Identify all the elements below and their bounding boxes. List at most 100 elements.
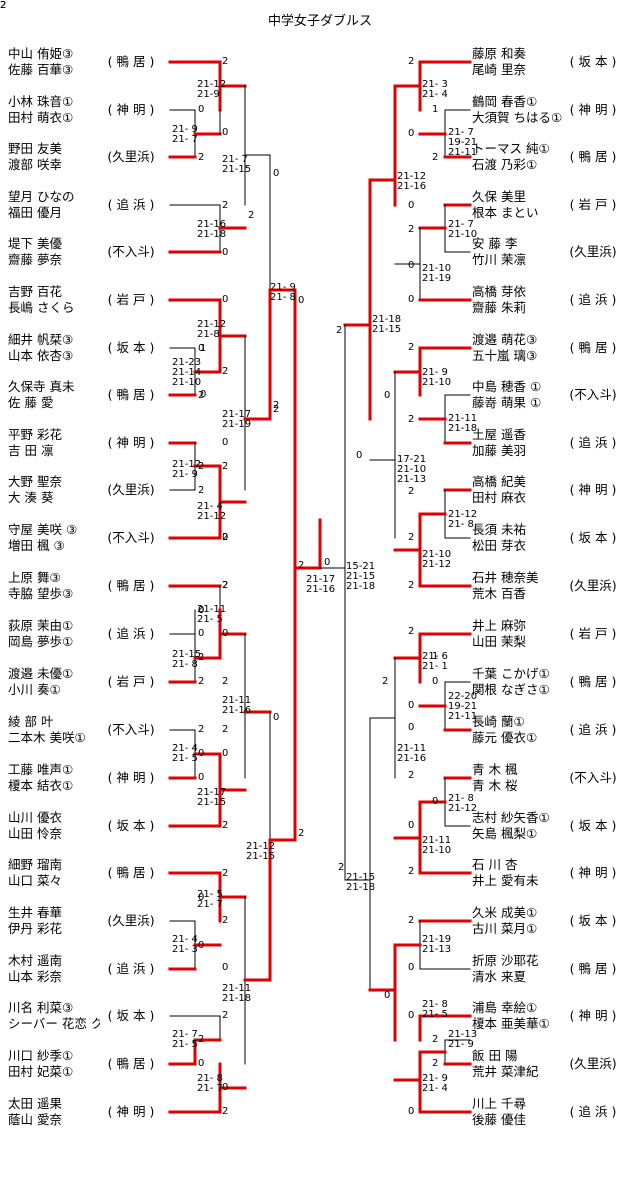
match-result: 2 (408, 532, 415, 543)
player-name: 根本 まとい (472, 205, 539, 220)
left-entry-pair: 木村 遥南山本 彩奈 (8, 953, 100, 985)
match-result: 2 (198, 676, 205, 687)
player-name: 大須賀 ちはる① (472, 110, 563, 125)
player-name: 青 木 楓 (472, 762, 518, 777)
left-entry-pair: 平野 彩花吉 田 凛 (8, 427, 100, 459)
player-name: 後藤 優佳 (472, 1112, 526, 1127)
match-result: 2 (198, 724, 205, 735)
player-name: 増田 楓 ③ (8, 538, 65, 553)
player-name: 井上 麻弥 (472, 618, 526, 633)
match-result: 1 (432, 104, 439, 115)
player-name: 山田 怜奈 (8, 826, 62, 841)
left-entry-pair: 吉野 百花長嶋 さくら (8, 284, 100, 316)
player-name: 五十嵐 璃③ (472, 348, 538, 363)
match-result: 2 (222, 1010, 229, 1021)
player-name: 鶴岡 春香① (472, 94, 538, 109)
match-result: 2 (273, 404, 280, 415)
set-score: 15-21 21-15 21-18 (346, 561, 376, 592)
match-result: 2 (336, 325, 343, 336)
match-result: 2 (408, 342, 415, 353)
left-entry-pair: 久保寺 真未佐 藤 愛 (8, 379, 100, 411)
match-result: 2 (222, 820, 229, 831)
match-result: 0 (222, 294, 229, 305)
player-name: 土屋 遥香 (472, 427, 526, 442)
player-name: 長須 未祐 (472, 522, 526, 537)
match-result: 0 (408, 962, 415, 973)
set-score: 21- 3 21- 4 (422, 79, 448, 100)
set-score: 21-10 21-12 (422, 549, 452, 570)
match-result: 0 (298, 295, 305, 306)
player-name: 川上 千尋 (472, 1096, 526, 1111)
match-result: 0 (222, 437, 229, 448)
left-entry-pair: 生井 春華伊丹 彩花 (8, 905, 100, 937)
set-score: 21- 7 21-15 (222, 154, 252, 175)
set-score: 21-12 21-16 (397, 171, 427, 192)
school-name: ( 坂 本 ) (569, 913, 617, 928)
right-entry-pair: 高橋 紀美田村 麻衣 (472, 474, 564, 506)
player-name: 榎本 亜美華① (472, 1016, 550, 1031)
match-result: 0 (384, 390, 391, 401)
left-entry-pair: 野田 友美渡部 咲幸 (8, 141, 100, 173)
player-name: 伊丹 彩花 (8, 921, 62, 936)
player-name: 寺脇 望歩③ (8, 586, 74, 601)
set-score: 21-12 21- 8 (448, 509, 478, 530)
player-name: 吉野 百花 (8, 284, 62, 299)
player-name: 佐 藤 愛 (8, 395, 54, 410)
match-result: 1 (200, 343, 207, 354)
player-name: シーバー 花恋 クレア③ (8, 1016, 100, 1031)
match-result: 2 (222, 580, 229, 591)
match-result: 0 (198, 605, 205, 616)
player-name: 木村 遥南 (8, 953, 62, 968)
match-result: 0 (356, 450, 363, 461)
match-result: 2 (198, 652, 205, 663)
player-name: 細野 瑠南 (8, 857, 62, 872)
player-name: 渡邉 萌花③ (472, 332, 538, 347)
player-name: 中島 穂香 ① (472, 379, 542, 394)
school-name: ( 神 明 ) (569, 102, 617, 117)
left-entry-pair: 堤下 美優齋藤 夢奈 (8, 236, 100, 268)
match-result: 0 (408, 820, 415, 831)
match-result: 0 (200, 389, 207, 400)
right-entry-pair: 藤原 和奏尾崎 里奈 (472, 46, 564, 78)
match-result: 0 (408, 1106, 415, 1117)
player-name: 榎本 結衣① (8, 778, 74, 793)
player-name: 大 湊 葵 (8, 490, 54, 505)
match-result: 0 (198, 748, 205, 759)
school-name: ( 坂 本 ) (569, 818, 617, 833)
player-name: 加藤 美羽 (472, 443, 526, 458)
match-result: 2 (382, 676, 389, 687)
match-result: 0 (222, 628, 229, 639)
set-score: 21- 8 21- 5 (422, 999, 448, 1020)
match-result: 2 (0, 0, 7, 11)
school-name: ( 坂 本 ) (107, 1008, 155, 1023)
player-name: 山川 優衣 (8, 810, 62, 825)
player-name: 中山 侑姫③ (8, 46, 74, 61)
player-name: 二本木 美咲① (8, 730, 86, 745)
player-name: 大野 聖奈 (8, 474, 62, 489)
school-name: (久里浜) (569, 578, 617, 593)
match-result: 0 (198, 343, 205, 354)
match-result: 2 (222, 366, 229, 377)
player-name: 藤原 和奏 (472, 46, 526, 61)
player-name: 渡邉 未優① (8, 666, 74, 681)
player-name: 竹川 茉凛 (472, 252, 526, 267)
player-name: 井上 愛有未 (472, 873, 539, 888)
match-result: 0 (408, 722, 415, 733)
right-entry-pair: 久保 美里根本 まとい (472, 189, 564, 221)
set-score: 21- 7 19-21 21-11 (448, 127, 478, 158)
match-result: 2 (408, 915, 415, 926)
set-score: 21-12 21-8 (197, 319, 227, 340)
school-name: ( 坂 本 ) (569, 530, 617, 545)
match-result: 0 (222, 962, 229, 973)
right-entry-pair: 折原 沙耶花清水 来夏 (472, 953, 564, 985)
player-name: 綾 部 叶 (8, 714, 54, 729)
school-name: (久里浜) (107, 149, 155, 164)
player-name: 吉 田 凛 (8, 443, 54, 458)
match-result: 0 (198, 940, 205, 951)
match-result: 0 (198, 628, 205, 639)
